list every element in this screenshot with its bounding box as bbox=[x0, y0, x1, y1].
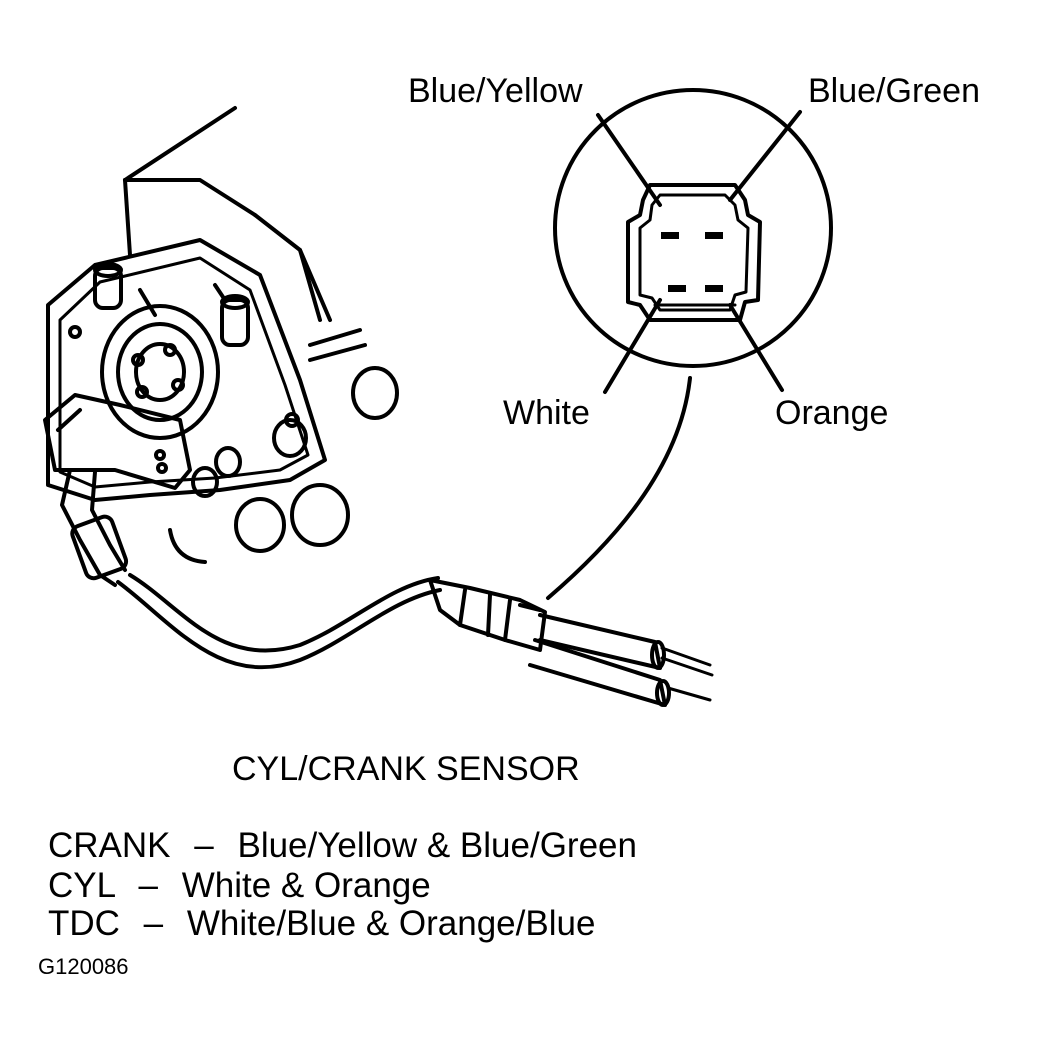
legend-row-crank: CRANK – Blue/Yellow & Blue/Green bbox=[48, 828, 637, 863]
legend-row-cyl: CYL – White & Orange bbox=[48, 868, 431, 903]
legend-value: White & Orange bbox=[181, 866, 431, 905]
legend-value: White/Blue & Orange/Blue bbox=[186, 904, 596, 943]
pin-label-white: White bbox=[503, 394, 590, 432]
legend-separator: – bbox=[138, 866, 158, 905]
wire-harness bbox=[60, 468, 714, 707]
leader-blue-yellow bbox=[596, 113, 662, 207]
leader-white bbox=[603, 298, 662, 394]
legend-row-tdc: TDC – White/Blue & Orange/Blue bbox=[48, 906, 595, 941]
figure-id: G120086 bbox=[38, 954, 129, 979]
engine-block bbox=[123, 106, 399, 564]
diagram-caption: CYL/CRANK SENSOR bbox=[232, 750, 580, 788]
leader-blue-green bbox=[728, 110, 802, 202]
distributor-housing bbox=[43, 238, 327, 502]
pin-label-blue-yellow: Blue/Yellow bbox=[408, 72, 583, 110]
callout-line bbox=[546, 376, 692, 600]
legend-key: TDC bbox=[48, 904, 120, 943]
legend-key: CRANK bbox=[48, 826, 171, 865]
pin-label-orange: Orange bbox=[775, 394, 889, 432]
legend-value: Blue/Yellow & Blue/Green bbox=[237, 826, 637, 865]
pin-label-blue-green: Blue/Green bbox=[808, 72, 980, 110]
connector-detail bbox=[553, 88, 833, 394]
legend-key: CYL bbox=[48, 866, 115, 905]
legend-separator: – bbox=[194, 826, 214, 865]
legend-separator: – bbox=[143, 904, 164, 943]
leader-orange bbox=[728, 303, 784, 392]
